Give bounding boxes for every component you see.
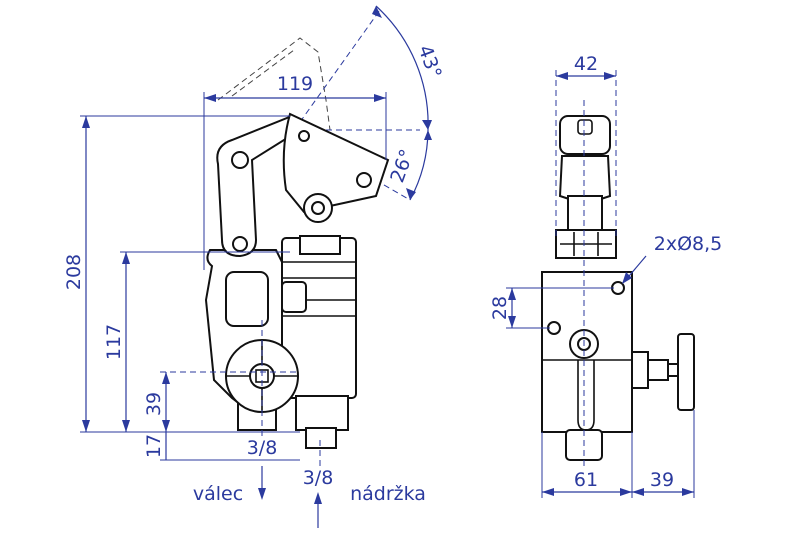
label-tank: nádržka — [350, 483, 426, 505]
pump-lower-body — [295, 395, 349, 431]
arrow-holes — [622, 272, 632, 284]
pump-collar — [299, 235, 341, 255]
side-view: 119 208 117 39 17 3/8 3/8 válec nádržka — [63, 5, 446, 528]
dim-height-39: 39 — [143, 392, 165, 416]
arrow-117-b — [122, 420, 130, 432]
angle-label-43: 43° — [414, 42, 446, 81]
arrow-42-l — [556, 72, 568, 80]
dim-body-width-61: 61 — [574, 469, 598, 491]
pump-lever — [282, 112, 390, 214]
lever-top-pin — [298, 130, 310, 142]
arrow-39f-l — [632, 488, 644, 496]
arrow-39-b — [162, 420, 170, 432]
angle-ray-43 — [299, 9, 381, 123]
arc-43 — [375, 5, 429, 131]
lever-end-pin — [356, 172, 372, 188]
tank-port — [305, 427, 337, 449]
valve-stem-1 — [631, 351, 649, 389]
angle-label-26: 26° — [386, 146, 418, 185]
dim-top-width-42: 42 — [574, 53, 598, 75]
arc-arrow-3 — [424, 130, 432, 140]
lever-pivot-inner — [311, 201, 325, 215]
arrow-208-t — [82, 116, 90, 128]
dim-handle-offset-39: 39 — [650, 469, 674, 491]
arc-arrow-2 — [422, 120, 432, 130]
lever-cap — [559, 115, 611, 155]
dim-width-119: 119 — [277, 73, 313, 95]
front-view: 42 2xØ8,5 28 61 39 — [489, 53, 722, 498]
lever-neck — [567, 195, 603, 235]
lever-cap-slot — [577, 119, 593, 135]
valve-stem-2 — [647, 359, 669, 381]
arrow-28-t — [508, 288, 516, 300]
linkage-pin-top — [231, 151, 249, 169]
arrow-119-r — [374, 94, 386, 102]
arrow-cylinder — [258, 488, 266, 500]
linkage-pin-bottom — [232, 236, 248, 252]
arc-arrow-4 — [406, 188, 416, 200]
dim-height-117: 117 — [103, 324, 125, 360]
arrow-208-b — [82, 420, 90, 432]
valve-window — [225, 271, 269, 327]
arrow-61-r — [620, 488, 632, 496]
dim-holes: 2xØ8,5 — [654, 233, 723, 255]
dim-height-208: 208 — [63, 254, 85, 290]
dim-hole-spacing-28: 28 — [489, 296, 511, 320]
dim-height-17: 17 — [143, 434, 165, 458]
pump-side-window — [281, 281, 307, 313]
open-handle-outline — [217, 37, 331, 131]
arrow-tank — [314, 492, 322, 504]
arrow-39-t — [162, 372, 170, 384]
arc-arrow-1 — [372, 6, 382, 18]
lever-fork — [558, 155, 612, 201]
lever-base-detail — [560, 232, 612, 256]
side-handwheel — [677, 333, 695, 411]
arrow-119-l — [204, 94, 216, 102]
port-size-cylinder: 3/8 — [247, 437, 278, 459]
port-size-tank: 3/8 — [303, 467, 334, 489]
arrow-117-t — [122, 252, 130, 264]
arrow-42-r — [604, 72, 616, 80]
arrow-28-b — [508, 316, 516, 328]
label-cylinder: válec — [193, 483, 243, 505]
arrow-61-l — [542, 488, 554, 496]
pump-body-bands — [282, 261, 356, 317]
arrow-39f-r — [682, 488, 694, 496]
